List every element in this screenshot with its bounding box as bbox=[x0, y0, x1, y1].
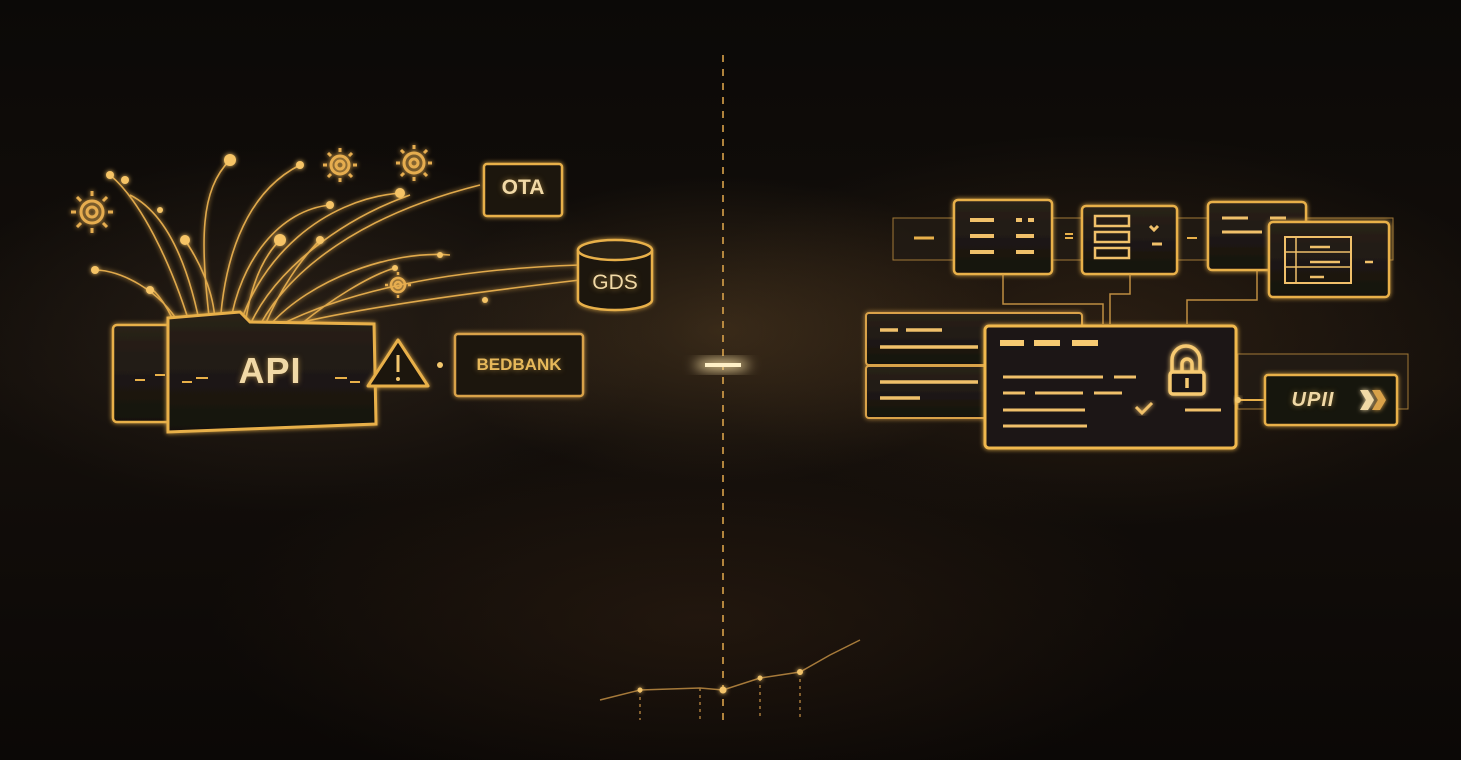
gear-icon bbox=[71, 191, 113, 233]
trend-line bbox=[600, 640, 860, 720]
warning-triangle-icon bbox=[368, 340, 428, 386]
bedbank-label: BEDBANK bbox=[455, 355, 583, 375]
gear-icon bbox=[323, 148, 357, 182]
api-label: API bbox=[205, 350, 335, 392]
gds-label: GDS bbox=[578, 271, 652, 295]
grid-panel-icon bbox=[1269, 222, 1389, 297]
list-panel-icon bbox=[954, 200, 1052, 274]
gear-icon bbox=[396, 145, 432, 181]
ota-label: OTA bbox=[484, 176, 562, 200]
upi-label: UPII bbox=[1268, 389, 1358, 412]
server-panel-icon bbox=[1082, 206, 1177, 274]
